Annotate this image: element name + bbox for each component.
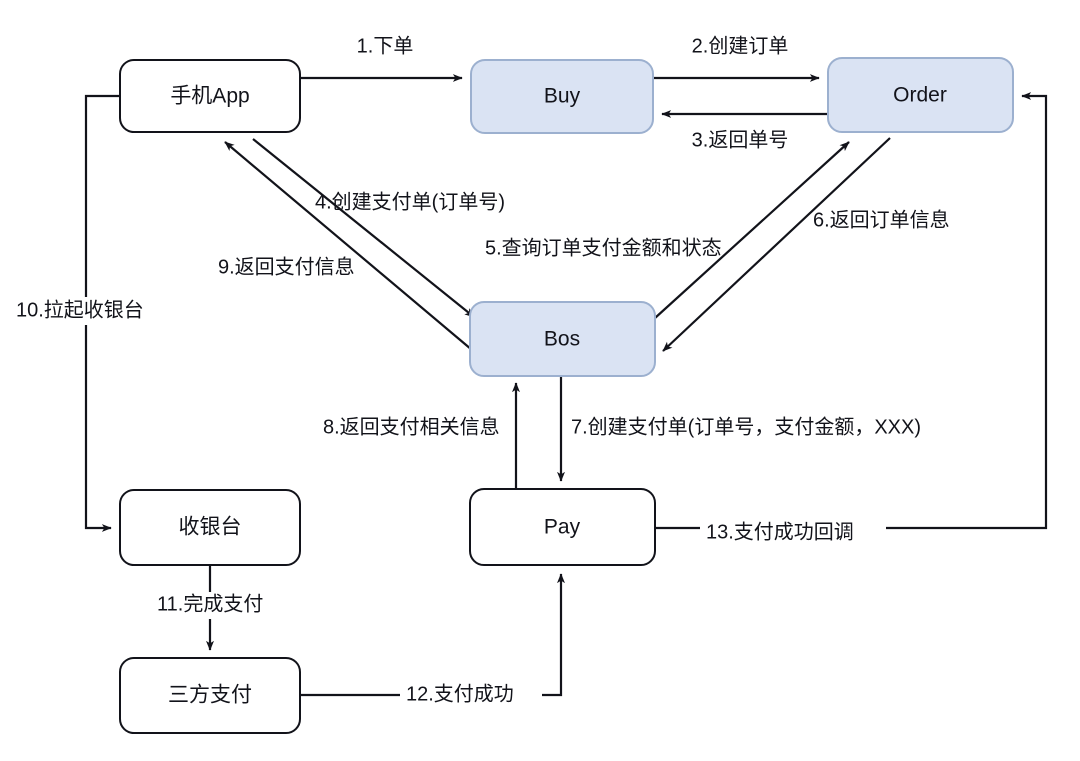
node-cashier[interactable]: 收银台	[119, 489, 301, 566]
node-bos[interactable]: Bos	[469, 301, 656, 377]
edge-label-4: 4.创建支付单(订单号)	[315, 190, 505, 213]
node-order-label: Order	[893, 84, 947, 107]
edge-label-1: 1.下单	[357, 34, 414, 57]
node-pay[interactable]: Pay	[469, 488, 656, 566]
edge-label-13: 13.支付成功回调	[706, 520, 854, 543]
edge-label-12: 12.支付成功	[406, 682, 514, 705]
node-pay-rect[interactable]	[469, 488, 656, 566]
edge-label-7: 7.创建支付单(订单号，支付金额，XXX)	[571, 415, 921, 438]
node-buy-rect[interactable]	[470, 59, 654, 134]
node-third-party-pay-rect[interactable]	[119, 657, 301, 734]
edge-label-5: 5.查询订单支付金额和状态	[485, 236, 722, 259]
node-app[interactable]: 手机App	[119, 59, 301, 133]
edge-6-line	[662, 137, 891, 352]
edge-label-8: 8.返回支付相关信息	[323, 415, 500, 438]
edge-label-2: 2.创建订单	[692, 34, 789, 57]
node-app-label: 手机App	[170, 85, 249, 108]
node-bos-rect[interactable]	[469, 301, 656, 377]
edges-layer	[84, 74, 1048, 697]
node-buy[interactable]: Buy	[470, 59, 654, 134]
edge-4-line	[252, 138, 475, 318]
node-cashier-rect[interactable]	[119, 489, 301, 566]
node-order[interactable]: Order	[827, 57, 1014, 133]
node-pay-label: Pay	[544, 516, 581, 539]
node-bos-label: Bos	[544, 328, 580, 351]
node-third-party-pay[interactable]: 三方支付	[119, 657, 301, 734]
edge-13-line	[655, 92, 1048, 530]
node-third-party-pay-label: 三方支付	[168, 684, 252, 707]
node-order-rect[interactable]	[827, 57, 1014, 133]
edge-label-6: 6.返回订单信息	[813, 208, 950, 231]
nodes-layer: 手机App Buy Order Bos 收银台 Pay	[119, 57, 1014, 734]
edge-label-10: 10.拉起收银台	[16, 298, 144, 321]
edge-12-line	[300, 573, 565, 697]
edge-5-line	[654, 141, 850, 319]
node-cashier-label: 收银台	[179, 516, 242, 539]
edge-label-3: 3.返回单号	[692, 128, 789, 151]
edge-label-11: 11.完成支付	[157, 592, 263, 615]
node-buy-label: Buy	[544, 85, 581, 108]
edge-label-9: 9.返回支付信息	[218, 255, 355, 278]
node-app-rect[interactable]	[119, 59, 301, 133]
edge-9-line	[224, 141, 479, 356]
